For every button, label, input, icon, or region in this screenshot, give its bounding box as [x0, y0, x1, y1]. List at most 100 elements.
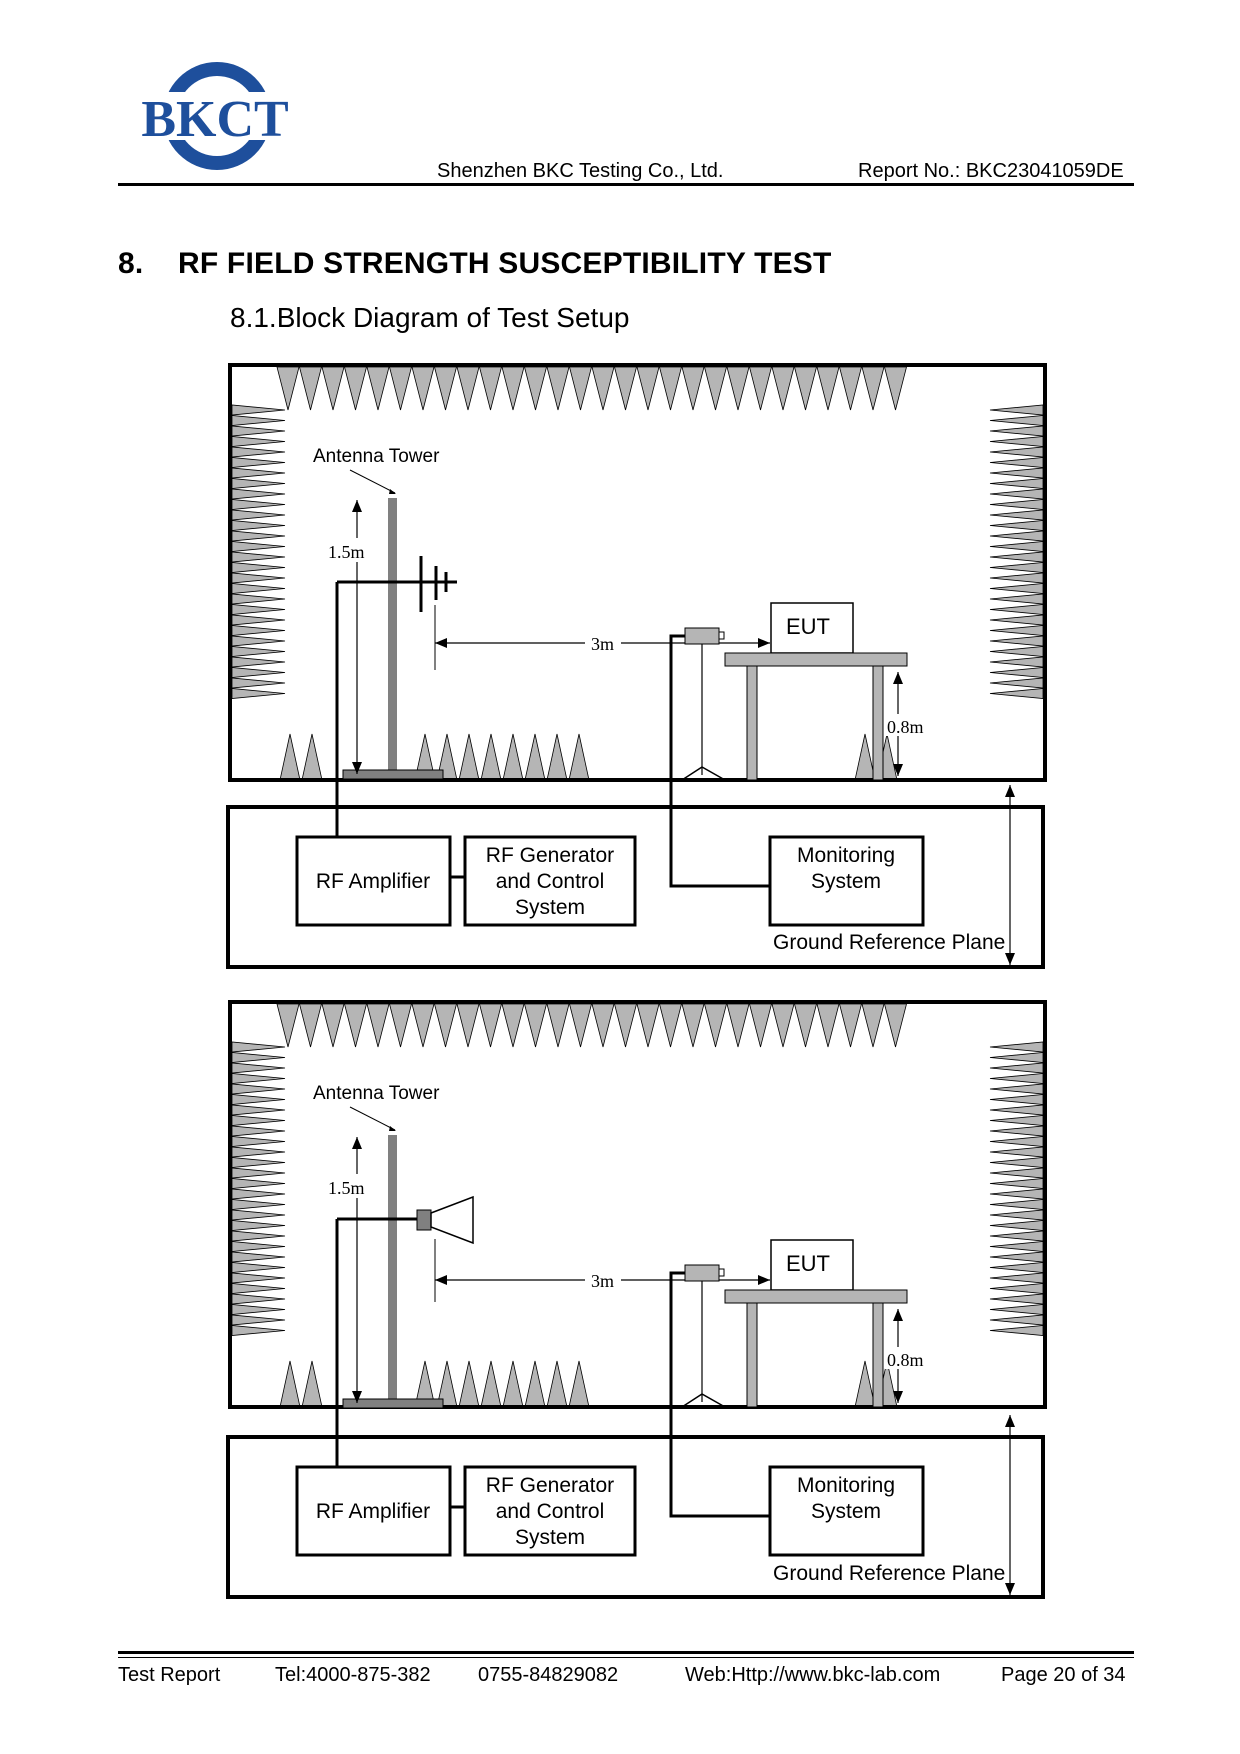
- absorber-cone: [231, 667, 286, 678]
- absorber-cone: [989, 457, 1044, 468]
- absorber-cone: [231, 551, 286, 563]
- absorber-cone: [816, 366, 840, 411]
- absorber-cone: [276, 366, 300, 411]
- absorber-cone: [433, 366, 458, 411]
- absorber-cone: [231, 1188, 286, 1200]
- absorber-cone: [989, 1188, 1044, 1200]
- height-label: 1.5m: [328, 542, 365, 562]
- absorber-cone: [989, 1293, 1044, 1305]
- absorber-cone: [568, 733, 590, 781]
- absorber-cone: [989, 1262, 1044, 1273]
- absorber-cone: [989, 446, 1044, 458]
- absorber-cone: [231, 1209, 286, 1221]
- absorber-cone: [231, 530, 286, 542]
- absorber-cone: [231, 583, 286, 594]
- rf-generator-box: [463, 835, 637, 927]
- absorber-cone: [366, 1003, 390, 1048]
- antenna-tower-leader: [349, 469, 396, 494]
- eut-box: [770, 1239, 854, 1291]
- rf-generator-box: [463, 1465, 637, 1557]
- section-number: 8.: [118, 247, 144, 280]
- absorber-cone: [989, 1167, 1044, 1179]
- absorber-cone: [989, 562, 1044, 573]
- absorber-cone: [231, 1251, 286, 1263]
- absorber-cone: [231, 1272, 286, 1284]
- monitoring-box: [768, 835, 925, 927]
- absorber-cone: [989, 530, 1044, 542]
- absorber-cone: [301, 733, 323, 781]
- absorber-cone: [546, 366, 570, 411]
- absorber-cone: [456, 1003, 480, 1048]
- absorber-cone: [501, 1003, 525, 1048]
- absorber-cone: [231, 1052, 286, 1063]
- test-setup-diagram-1: Antenna Tower 1.5m 3m EUT 0.8m RF Amplif…: [226, 363, 1047, 969]
- absorber-cone: [989, 1146, 1044, 1158]
- subsection-title: 8.1.Block Diagram of Test Setup: [230, 302, 630, 333]
- absorber-cone: [279, 1360, 301, 1408]
- absorber-cone: [726, 366, 750, 411]
- footer-tel: Tel:4000-875-382: [275, 1664, 431, 1686]
- absorber-cone: [231, 541, 286, 552]
- absorber-cone: [480, 733, 502, 781]
- absorber-cone: [231, 425, 286, 437]
- absorber-cone: [793, 366, 818, 411]
- absorber-cone: [989, 1115, 1044, 1126]
- absorber-cone: [989, 1241, 1044, 1252]
- absorber-cone: [231, 478, 286, 489]
- footer-page: Page 20 of 34: [1001, 1664, 1126, 1686]
- absorber-floor-1: [279, 733, 898, 781]
- absorber-cone: [681, 1003, 705, 1048]
- absorber-cone: [456, 366, 480, 411]
- absorber-cone: [231, 635, 286, 647]
- absorber-cone: [989, 467, 1044, 479]
- absorber-cone: [989, 499, 1044, 510]
- absorber-cone: [231, 1220, 286, 1231]
- absorber-cone: [231, 688, 286, 699]
- absorber-cone: [231, 1293, 286, 1305]
- absorber-left-1: [231, 404, 286, 699]
- absorber-cone: [231, 436, 286, 447]
- absorber-cone: [231, 604, 286, 615]
- tower-base: [342, 769, 444, 780]
- absorber-cone: [478, 366, 503, 411]
- eut-label: EUT: [786, 1251, 830, 1276]
- eut-table-leg-right: [872, 665, 884, 781]
- absorber-cone: [524, 733, 546, 781]
- absorber-top-1: [276, 366, 908, 411]
- absorber-cone: [546, 1360, 568, 1408]
- antenna-tower-label: Antenna Tower: [313, 1083, 440, 1104]
- absorber-cone: [989, 478, 1044, 489]
- absorber-cone: [883, 366, 908, 411]
- tower-pole: [388, 1135, 397, 1399]
- probe-cable: [669, 1271, 770, 1518]
- absorber-cone: [231, 1094, 286, 1105]
- absorber-floor-2: [279, 1360, 898, 1408]
- absorber-cone: [989, 1041, 1044, 1053]
- rf-generator-line-3: System: [515, 1526, 585, 1549]
- absorber-cone: [989, 1314, 1044, 1326]
- absorber-cone: [771, 1003, 795, 1048]
- absorber-cone: [433, 1003, 458, 1048]
- absorber-cone: [478, 1003, 503, 1048]
- absorber-cone: [231, 1146, 286, 1158]
- header-divider: [118, 183, 1134, 186]
- absorber-cone: [568, 1003, 593, 1048]
- absorber-cone: [748, 366, 773, 411]
- absorber-cone: [854, 733, 876, 781]
- absorber-cone: [458, 733, 480, 781]
- absorber-cone: [231, 1157, 286, 1168]
- absorber-cone: [321, 1003, 345, 1048]
- absorber-cone: [989, 436, 1044, 447]
- footer-divider: [118, 1651, 1134, 1654]
- absorber-cone: [989, 667, 1044, 678]
- probe-cable: [669, 634, 770, 888]
- monitoring-line-2: System: [811, 870, 881, 893]
- absorber-cone: [989, 1220, 1044, 1231]
- absorber-cone: [321, 366, 345, 411]
- absorber-cone: [231, 625, 286, 636]
- distance-label: 3m: [591, 634, 614, 654]
- absorber-cone: [231, 1314, 286, 1326]
- absorber-cone: [658, 1003, 683, 1048]
- absorber-cone: [989, 551, 1044, 563]
- report-number: Report No.: BKC23041059DE: [858, 160, 1124, 182]
